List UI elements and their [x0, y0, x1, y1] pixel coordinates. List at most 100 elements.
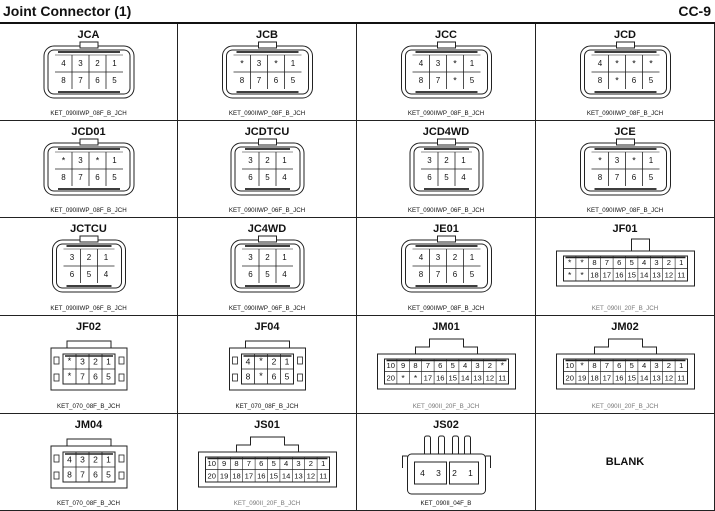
pin-label: 6 — [93, 372, 98, 382]
pin-label: 16 — [615, 373, 623, 382]
pin-label: 17 — [603, 373, 611, 382]
pin-label: 20 — [565, 373, 573, 382]
pin-label: 18 — [232, 471, 240, 480]
pin-label: 1 — [470, 59, 475, 68]
pin-label: 2 — [93, 455, 98, 465]
pin-label: 5 — [285, 372, 290, 382]
housing-inner — [226, 49, 309, 95]
pin-label: * — [615, 76, 619, 86]
pin-label: * — [259, 356, 263, 367]
housing-inner — [405, 49, 488, 95]
pin-label: 2 — [667, 258, 671, 267]
pin-label: 2 — [453, 253, 458, 262]
pin-label: 2 — [452, 468, 457, 478]
pin-label: 14 — [461, 373, 469, 382]
pin-label: 5 — [630, 258, 634, 267]
pin-label: 6 — [617, 258, 621, 267]
side-guide — [297, 356, 303, 365]
pin-label: 1 — [104, 253, 109, 262]
part-number: KET_070_08F_B_JCH — [57, 500, 120, 507]
pin-label: 8 — [419, 76, 424, 85]
pin-label: 8 — [413, 361, 417, 370]
sheet-title: Joint Connector (1) — [3, 3, 132, 19]
pin-label: 6 — [259, 459, 263, 468]
side-guide — [118, 471, 125, 480]
pin-label: 2 — [444, 156, 449, 165]
connector-name: JCD4WD — [422, 126, 470, 138]
pin-label: 4 — [461, 173, 466, 182]
locking-tab — [437, 41, 456, 49]
pin-label: 2 — [667, 361, 671, 370]
pin-label: 12 — [307, 471, 315, 480]
housing-inner — [234, 146, 301, 192]
pin-label: 8 — [592, 258, 596, 267]
blank-cell: BLANK — [536, 414, 715, 511]
pin-label: 1 — [679, 361, 683, 370]
pin-label: 6 — [453, 270, 458, 279]
pin-label: 5 — [649, 173, 654, 182]
pin-label: 17 — [424, 373, 432, 382]
pin-label: 1 — [285, 357, 290, 367]
pin-label: 16 — [436, 373, 444, 382]
pin-label: 7 — [426, 361, 430, 370]
locking-tab — [258, 41, 277, 49]
pin-label: 2 — [93, 357, 98, 367]
connector-name: JCC — [434, 29, 457, 41]
pin-label: * — [259, 371, 263, 382]
pin-label: 4 — [104, 270, 109, 279]
pin-label: 16 — [615, 270, 623, 279]
pin-label: 5 — [291, 76, 296, 85]
housing-inner — [413, 146, 480, 192]
pin-label: 1 — [112, 59, 117, 68]
housing-inner — [56, 243, 122, 289]
connector-name: JCA — [77, 29, 100, 41]
pin-label: * — [580, 360, 584, 370]
pin-label: 13 — [652, 373, 660, 382]
pin-label: 8 — [240, 76, 245, 85]
side-guide — [118, 454, 125, 463]
pin-label: 8 — [598, 173, 603, 182]
pin-label: 2 — [309, 459, 313, 468]
pin-label: 20 — [386, 373, 394, 382]
part-number: KET_090IIWP_08F_B_JCH — [586, 207, 664, 214]
side-guide — [53, 356, 60, 365]
pin-label: 17 — [603, 270, 611, 279]
pin-label: 10 — [386, 361, 394, 370]
pin-label: * — [632, 59, 636, 69]
pin-label: 19 — [578, 373, 586, 382]
pin-label: * — [453, 59, 457, 69]
sheet-code: CC-9 — [678, 3, 711, 19]
pin-label: 16 — [257, 471, 265, 480]
blank-label: BLANK — [605, 456, 645, 468]
pin-label: 2 — [87, 253, 92, 262]
pin-label: * — [96, 156, 100, 166]
pin-label: * — [568, 257, 572, 267]
connector-name: JCE — [614, 126, 636, 138]
connector-name: JF04 — [254, 321, 280, 333]
connector-name: JS01 — [254, 419, 280, 431]
pin-label: 1 — [679, 258, 683, 267]
locking-tab — [594, 338, 657, 354]
pin-label: 4 — [419, 59, 424, 68]
pin-label: 7 — [80, 470, 85, 480]
pin-label: 8 — [67, 470, 72, 480]
pin-label: 11 — [498, 373, 506, 382]
pin-label: 8 — [419, 270, 424, 279]
pin-label: 14 — [640, 373, 648, 382]
pin-label: 5 — [630, 361, 634, 370]
housing-inner — [584, 49, 667, 95]
